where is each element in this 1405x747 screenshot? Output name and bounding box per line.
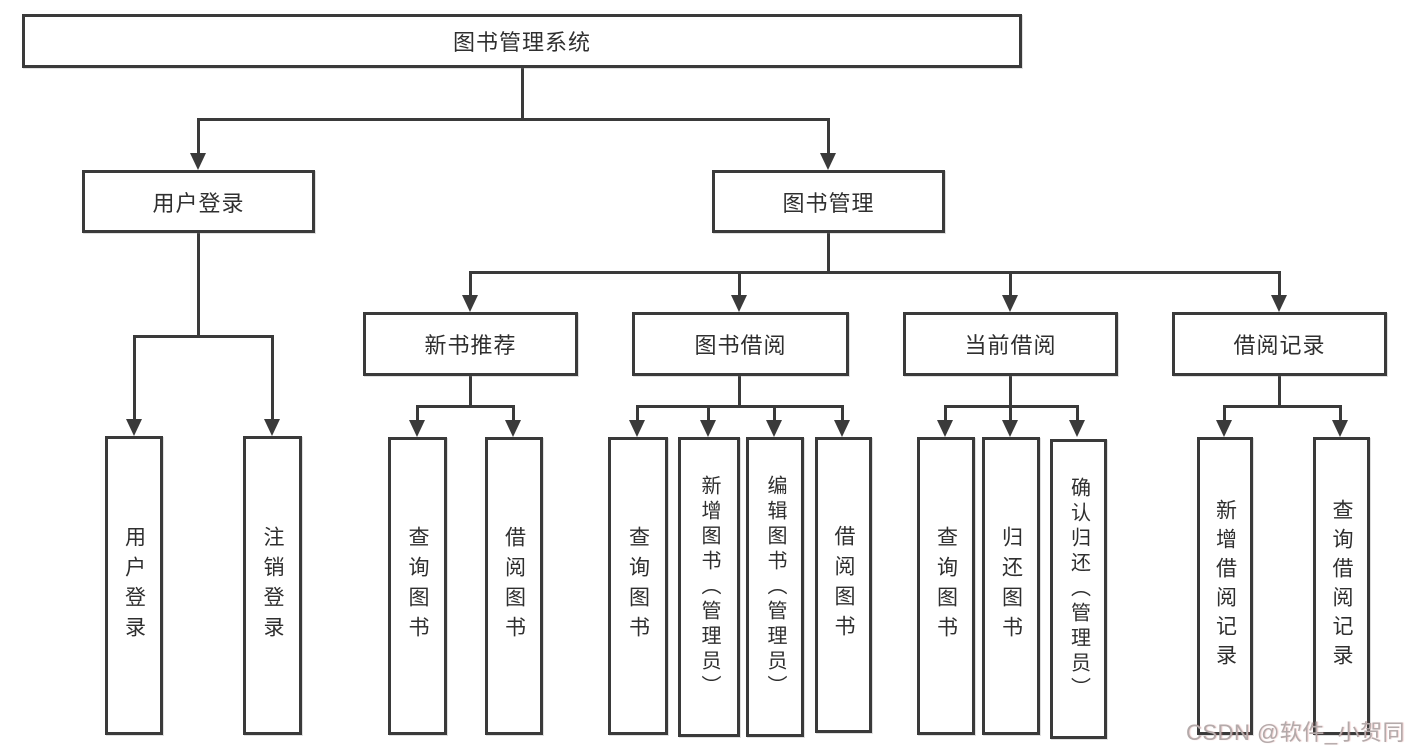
leaf-return-books: 归还图书: [982, 437, 1040, 735]
connector-line: [773, 405, 776, 421]
leaf-return-books-label: 归还图书: [999, 526, 1023, 646]
arrowhead-icon: [409, 420, 425, 437]
connector-line: [636, 405, 639, 421]
leaf-borrow-books-1: 借阅图书: [485, 437, 543, 735]
leaf-add-borrow-record-label: 新增借阅记录: [1213, 499, 1237, 673]
node-book-management-label: 图书管理: [782, 190, 875, 216]
connector-line: [738, 376, 741, 407]
arrowhead-icon: [1002, 420, 1018, 437]
leaf-borrow-books-2: 借阅图书: [815, 437, 872, 733]
node-current-borrowing-label: 当前借阅: [964, 333, 1057, 358]
connector-line: [416, 405, 419, 421]
arrowhead-icon: [937, 420, 953, 437]
connector-line: [521, 68, 524, 118]
leaf-add-borrow-record: 新增借阅记录: [1197, 437, 1253, 735]
node-new-book-recommend: 新书推荐: [363, 312, 578, 376]
leaf-borrow-books-2-label: 借阅图书: [832, 525, 855, 645]
arrowhead-icon: [1069, 420, 1085, 437]
connector-line: [469, 376, 472, 407]
leaf-query-books-3: 查询图书: [917, 437, 975, 735]
node-library-system-label: 图书管理系统: [452, 30, 591, 55]
node-book-borrowing: 图书借阅: [632, 312, 849, 376]
arrowhead-icon: [766, 420, 782, 437]
csdn-watermark: CSDN @软件_小贺同学: [1186, 720, 1405, 745]
arrowhead-icon: [126, 419, 142, 436]
arrowhead-icon: [190, 153, 206, 170]
leaf-borrow-books-1-label: 借阅图书: [502, 526, 526, 646]
connector-line: [133, 335, 274, 338]
connector-line: [133, 335, 136, 420]
connector-line: [1009, 271, 1012, 296]
connector-line: [416, 405, 515, 408]
leaf-user-login: 用户登录: [105, 436, 163, 735]
leaf-query-books-1-label: 查询图书: [406, 526, 429, 646]
arrowhead-icon: [1002, 295, 1018, 312]
connector-line: [1223, 405, 1342, 408]
node-user-login-label: 用户登录: [152, 190, 245, 216]
node-new-book-recommend-label: 新书推荐: [424, 333, 517, 358]
node-borrow-records: 借阅记录: [1172, 312, 1387, 376]
node-book-borrowing-label: 图书借阅: [694, 333, 787, 358]
arrowhead-icon: [834, 420, 850, 437]
arrowhead-icon: [264, 419, 280, 436]
connector-line: [1223, 405, 1226, 421]
connector-line: [827, 233, 830, 272]
connector-line: [1009, 405, 1012, 421]
connector-line: [944, 405, 947, 421]
connector-line: [707, 405, 710, 421]
leaf-query-books-1: 查询图书: [388, 437, 447, 735]
connector-line: [1339, 405, 1342, 421]
leaf-query-borrow-record: 查询借阅记录: [1313, 437, 1370, 735]
connector-line: [197, 233, 200, 335]
node-library-system: 图书管理系统: [22, 14, 1022, 68]
arrowhead-icon: [1332, 420, 1348, 437]
node-user-login: 用户登录: [82, 170, 315, 233]
leaf-confirm-return-admin: 确认归还（管理员）: [1050, 439, 1107, 739]
leaf-query-borrow-record-label: 查询借阅记录: [1330, 499, 1353, 673]
connector-line: [1076, 405, 1079, 421]
arrowhead-icon: [629, 420, 645, 437]
leaf-user-login-label: 用户登录: [122, 525, 146, 646]
leaf-logout: 注销登录: [243, 436, 302, 735]
connector-line: [1278, 271, 1281, 296]
node-book-management: 图书管理: [712, 170, 945, 233]
arrowhead-icon: [700, 420, 716, 437]
arrowhead-icon: [1216, 420, 1232, 437]
connector-line: [738, 271, 741, 296]
leaf-edit-books-admin-label: 编辑图书（管理员）: [764, 474, 786, 700]
arrowhead-icon: [1271, 295, 1287, 312]
arrowhead-icon: [505, 420, 521, 437]
node-borrow-records-label: 借阅记录: [1233, 333, 1326, 358]
leaf-query-books-2: 查询图书: [608, 437, 668, 735]
leaf-query-books-3-label: 查询图书: [934, 526, 958, 646]
leaf-add-books-admin: 新增图书（管理员）: [678, 437, 740, 737]
node-current-borrowing: 当前借阅: [903, 312, 1118, 376]
arrowhead-icon: [462, 295, 478, 312]
leaf-query-books-2-label: 查询图书: [626, 526, 650, 646]
connector-line: [197, 118, 830, 121]
connector-line: [469, 271, 1280, 274]
connector-line: [271, 335, 274, 420]
connector-line: [1009, 376, 1012, 407]
arrowhead-icon: [820, 153, 836, 170]
leaf-confirm-return-admin-label: 确认归还（管理员）: [1067, 476, 1090, 702]
connector-line: [841, 405, 844, 421]
connector-line: [636, 405, 844, 408]
leaf-edit-books-admin: 编辑图书（管理员）: [746, 437, 804, 737]
connector-line: [469, 271, 472, 296]
leaf-logout-label: 注销登录: [261, 525, 284, 646]
connector-line: [197, 118, 200, 154]
arrowhead-icon: [731, 295, 747, 312]
leaf-add-books-admin-label: 新增图书（管理员）: [698, 474, 720, 700]
connector-line: [827, 118, 830, 154]
connector-line: [512, 405, 515, 421]
connector-line: [1278, 376, 1281, 407]
